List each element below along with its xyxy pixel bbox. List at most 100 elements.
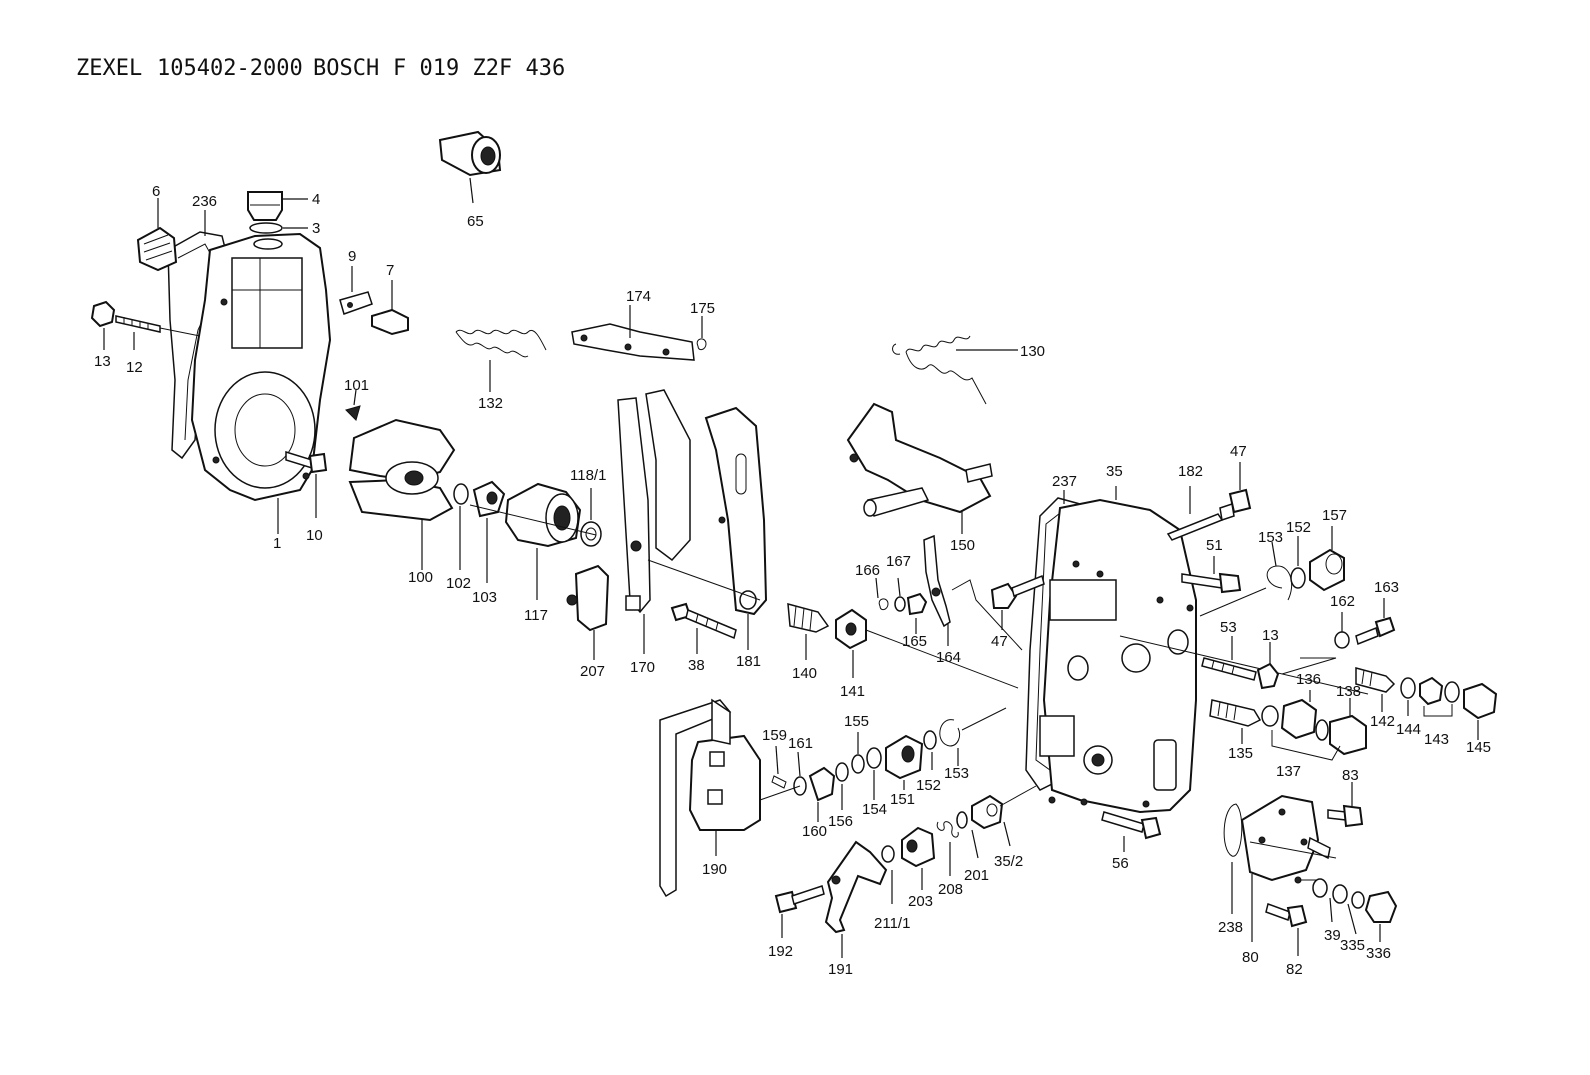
label-3: 3 (312, 220, 320, 237)
part-35-governor-cover (1039, 486, 1369, 814)
label-47-right: 47 (1230, 443, 1247, 460)
label-182: 182 (1178, 463, 1203, 480)
label-190: 190 (702, 861, 727, 878)
label-145: 145 (1466, 739, 1491, 756)
label-144: 144 (1396, 721, 1421, 738)
label-1: 1 (273, 535, 281, 552)
label-153-lower: 153 (944, 765, 969, 782)
label-170: 170 (630, 659, 655, 676)
part-181-lever (647, 406, 768, 650)
part-190-bracket (659, 698, 761, 898)
label-4: 4 (312, 191, 320, 208)
part-138-cap (1315, 698, 1367, 756)
label-35: 35 (1106, 463, 1123, 480)
label-164: 164 (936, 649, 961, 666)
part-163-screw (1355, 598, 1396, 646)
part-136-nut (1261, 690, 1318, 740)
header-brand-zexel: ZEXEL (76, 56, 143, 81)
label-201: 201 (964, 867, 989, 884)
part-160-bushing (808, 766, 836, 822)
part-208-spring (936, 821, 959, 876)
label-163: 163 (1374, 579, 1399, 596)
part-201-ring (956, 811, 979, 859)
label-156: 156 (828, 813, 853, 830)
label-132: 132 (478, 395, 503, 412)
part-150-governor-lever (846, 402, 993, 534)
label-207: 207 (580, 663, 605, 680)
part-182-pin (1166, 486, 1224, 541)
part-191-lever (824, 840, 888, 958)
part-12-stud-bolt (115, 315, 201, 350)
label-39: 39 (1324, 927, 1341, 944)
part-154-ring (866, 747, 882, 800)
label-150: 150 (950, 537, 975, 554)
part-140-adjusting-screw (787, 602, 830, 660)
part-152-ring-lower (923, 730, 937, 770)
label-138: 138 (1336, 683, 1361, 700)
part-156-washer (835, 762, 849, 810)
part-203-bushing (901, 826, 936, 890)
part-174-lever-plate (571, 305, 695, 361)
part-152-ring-upper (1290, 536, 1306, 589)
part-335-washer (1332, 884, 1357, 935)
label-166: 166 (855, 562, 880, 579)
part-65-fitting (438, 130, 502, 204)
label-174: 174 (626, 288, 651, 305)
part-80-cover (1240, 794, 1337, 942)
part-135-screw (1209, 699, 1262, 744)
header-part-number-zexel: 105402-2000 (157, 56, 303, 81)
label-143: 143 (1424, 731, 1449, 748)
part-170-tension-lever (617, 389, 691, 654)
label-161: 161 (788, 735, 813, 752)
part-102-ring (453, 483, 469, 570)
label-160: 160 (802, 823, 827, 840)
label-162: 162 (1330, 593, 1355, 610)
label-336: 336 (1366, 945, 1391, 962)
label-103: 103 (472, 589, 497, 606)
part-103-sleeve (472, 480, 506, 583)
part-153-snap-ring-lower (939, 707, 1007, 766)
part-53-bolt (1201, 636, 1257, 681)
part-141-nut (835, 608, 1019, 689)
part-175-clip (696, 316, 707, 351)
label-154: 154 (862, 801, 887, 818)
part-56-bolt (1101, 811, 1162, 852)
label-9: 9 (348, 248, 356, 265)
part-166-clip (875, 577, 889, 611)
label-47-left: 47 (991, 633, 1008, 650)
label-136: 136 (1296, 671, 1321, 688)
label-236: 236 (192, 193, 217, 210)
label-83: 83 (1342, 767, 1359, 784)
label-100: 100 (408, 569, 433, 586)
part-39-washer (1312, 878, 1333, 923)
part-165-bushing (906, 592, 928, 634)
part-4-plug-screw (247, 191, 308, 221)
part-144-washer (1400, 677, 1416, 716)
part-83-bolt (1327, 782, 1364, 828)
label-152-lower: 152 (916, 777, 941, 794)
part-47-bolt-left (990, 574, 1045, 630)
part-117-bearing (504, 482, 582, 600)
part-13-nut (90, 300, 116, 350)
label-135: 135 (1228, 745, 1253, 762)
label-237: 237 (1052, 473, 1077, 490)
part-164-lever (923, 534, 1023, 651)
label-35-2: 35/2 (994, 853, 1023, 870)
label-12: 12 (126, 359, 143, 376)
header-brand-bosch: BOSCH (313, 56, 380, 81)
label-13-right: 13 (1262, 627, 1279, 644)
label-159: 159 (762, 727, 787, 744)
label-101: 101 (344, 377, 369, 394)
label-238: 238 (1218, 919, 1243, 936)
part-47-bolt-right (1219, 462, 1252, 521)
label-56: 56 (1112, 855, 1129, 872)
label-208: 208 (938, 881, 963, 898)
part-211-1-washer (881, 845, 895, 904)
label-65: 65 (467, 213, 484, 230)
part-3-seal-ring (249, 222, 308, 234)
part-132-spring (455, 329, 547, 392)
label-203: 203 (908, 893, 933, 910)
part-51-bolt (1181, 556, 1242, 594)
label-167: 167 (886, 553, 911, 570)
part-162-washer (1334, 612, 1350, 649)
